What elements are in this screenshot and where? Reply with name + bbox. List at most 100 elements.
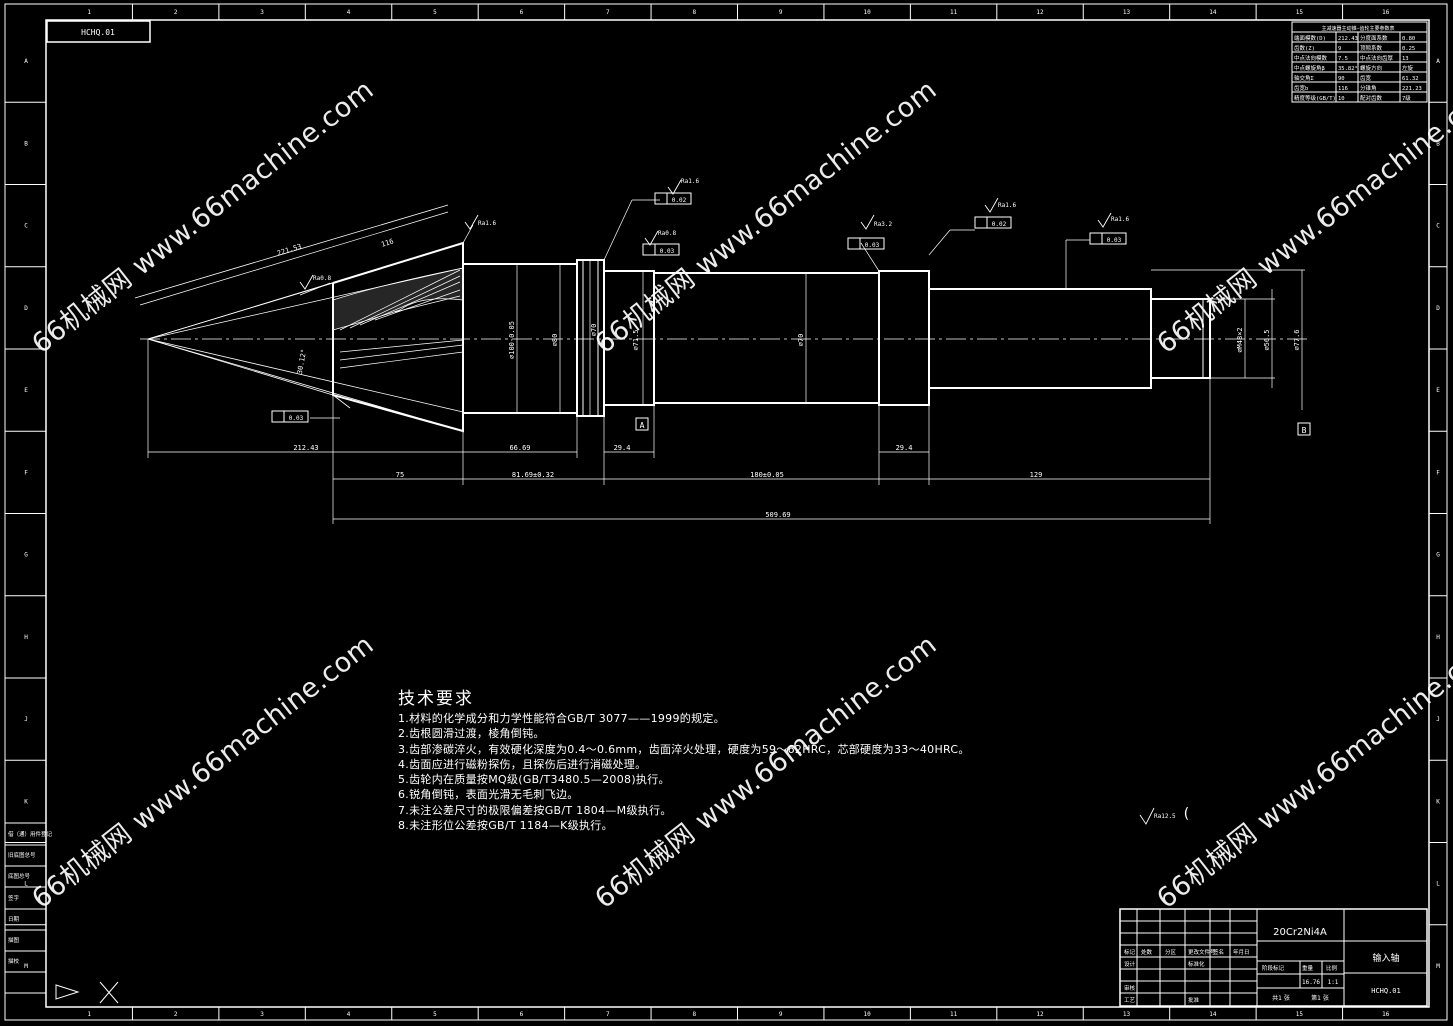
title-block-label: 批准 [1188, 996, 1200, 1004]
param-table-cell: 7级 [1402, 94, 1411, 102]
border-col-number: 9 [779, 9, 783, 16]
param-table-cell: 齿数(Z) [1294, 44, 1315, 52]
parameter-table-frame [1291, 21, 1428, 103]
param-table-cell: 221.23 [1402, 86, 1422, 92]
tech-title: 技术要求 [398, 689, 474, 709]
dim-dia-71: ∅71.5 [632, 329, 640, 350]
param-table-cell: 顶隙系数 [1360, 44, 1383, 52]
dim-thread: ∅M48×2 [1236, 327, 1244, 352]
roughness-symbols [299, 179, 1155, 825]
border-row-letter-right: E [1436, 387, 1440, 394]
param-table-cell: 分锥角 [1360, 84, 1377, 92]
border-row-letter-right: D [1436, 305, 1440, 312]
dim-dia-70b: ∅70 [797, 334, 805, 347]
rough-2: Ra1.6 [681, 178, 699, 185]
dim-29-a: 29.4 [614, 444, 631, 452]
border-row-letter-right: C [1436, 223, 1440, 230]
title-block-label: 设计 [1124, 960, 1136, 968]
tech-line: 1.材料的化学成分和力学性能符合GB/T 3077——1999的规定。 [398, 712, 725, 725]
border-col-number: 1 [87, 1011, 91, 1018]
tech-line: 3.齿部渗碳淬火，有效硬化深度为0.4～0.6mm，齿面淬火处理，硬度为59～6… [398, 742, 970, 756]
border-col-number: 1 [87, 9, 91, 16]
dim-180: 180±0.05 [750, 471, 784, 479]
tol-1: 0.02 [672, 197, 687, 204]
title-block-label: 年月日 [1233, 948, 1250, 956]
tech-line: 2.齿根圆滑过渡，棱角倒钝。 [398, 727, 545, 741]
projection-symbol [55, 981, 119, 1004]
border-col-number: 16 [1382, 9, 1390, 16]
rough-4: Ra3.2 [874, 221, 892, 228]
title-block-label: 工艺 [1124, 997, 1136, 1004]
param-table-cell: 齿宽 [1360, 74, 1372, 82]
border-row-letter-left: C [24, 223, 28, 230]
border-row-letter-right: J [1436, 716, 1440, 723]
border-col-number: 15 [1296, 1011, 1304, 1018]
param-table-cell: 分度面系数 [1360, 34, 1388, 42]
param-table-cell: 左旋 [1402, 64, 1414, 72]
title-block-label: 处数 [1141, 948, 1153, 956]
material: 20Cr2Ni4A [1273, 927, 1327, 938]
title-block-label: 签名 [1213, 948, 1224, 956]
border-row-letter-right: G [1436, 552, 1440, 559]
tol-5: 0.03 [1107, 237, 1122, 244]
border-col-number: 11 [950, 1011, 958, 1018]
part-name: 输入轴 [1372, 952, 1399, 964]
border-row-letter-left: E [24, 387, 28, 394]
tech-line: 7.未注公差尺寸的极限偏差按GB/T 1804—M级执行。 [398, 803, 672, 817]
dim-212: 212.43 [293, 444, 318, 452]
tech-line: 6.锐角倒钝，表面光滑无毛刺飞边。 [398, 788, 579, 802]
border-col-number: 13 [1123, 9, 1131, 16]
border-row-letter-left: L [24, 881, 28, 888]
roughness-bracket: ( [1182, 806, 1190, 822]
title-block-label: 标记 [1124, 948, 1136, 956]
border-row-letter-right: F [1436, 469, 1440, 476]
border-row-letter-left: M [24, 963, 28, 970]
title-block-frame [1119, 908, 1428, 1007]
param-table-cell: 螺旋方向 [1360, 64, 1382, 72]
tol-6: 0.03 [289, 415, 304, 422]
title-block-label: 阶段标记 [1262, 964, 1285, 972]
drawing-number: HCHQ.01 [1371, 987, 1401, 995]
dim-66: 66.69 [509, 444, 530, 452]
border-row-letter-left: J [24, 716, 28, 723]
tech-line: 8.未注形位公差按GB/T 1184—K级执行。 [398, 819, 613, 833]
param-table-cell: 中点法向模数 [1294, 54, 1328, 62]
border-col-number: 8 [692, 9, 696, 16]
border-row-letter-right: K [1436, 798, 1440, 805]
border-row-letter-right: B [1436, 140, 1440, 147]
border-col-number: 4 [347, 1011, 351, 1018]
rough-7: Ra0.8 [313, 275, 331, 282]
left-strip-label: 旧底图总号 [8, 851, 36, 859]
left-strip-label: 借（通）用件登记 [8, 830, 53, 838]
datum-a: A [640, 421, 645, 430]
param-table-cell: 端面模数(D) [1294, 34, 1326, 42]
param-table-cell: 中点螺旋角β [1294, 64, 1326, 72]
cone-construction-lines [134, 204, 464, 432]
param-table-cell: 90 [1338, 76, 1345, 82]
param-table-cell: 中点法向齿厚 [1360, 54, 1394, 62]
tol-4: 0.02 [992, 221, 1007, 228]
border-col-number: 3 [260, 1011, 264, 1018]
left-strip-label: 描图 [8, 936, 20, 944]
border-col-number: 13 [1123, 1011, 1131, 1018]
left-strip-label: 描校 [8, 957, 20, 965]
scale: 1:1 [1328, 979, 1339, 986]
left-register-strip [5, 822, 46, 994]
border-col-number: 14 [1209, 1011, 1217, 1018]
dim-81: 81.69±0.32 [512, 471, 554, 479]
tech-line: 5.齿轮内在质量按MQ级(GB/T3480.5—2008)执行。 [398, 773, 670, 787]
border-col-number: 6 [520, 9, 524, 16]
technical-requirements: 技术要求 1.材料的化学成分和力学性能符合GB/T 3077——1999的规定。… [398, 684, 970, 833]
border-row-letter-left: K [24, 798, 28, 805]
outer-frame [4, 3, 1448, 1021]
dim-dia-70a: ∅70 [590, 324, 598, 337]
param-table-cell: 61.32 [1402, 76, 1419, 82]
tol-3: 0.03 [865, 242, 880, 249]
left-strip-label: 签字 [8, 894, 20, 902]
dim-angle: 30.12° [296, 349, 308, 375]
param-table-cell: 35.82° [1338, 66, 1358, 72]
border-row-letter-right: H [1436, 634, 1440, 641]
border-col-number: 12 [1036, 9, 1044, 16]
param-table-title: 主减速器主动锥—齿轮主要参数表 [1321, 25, 1394, 32]
